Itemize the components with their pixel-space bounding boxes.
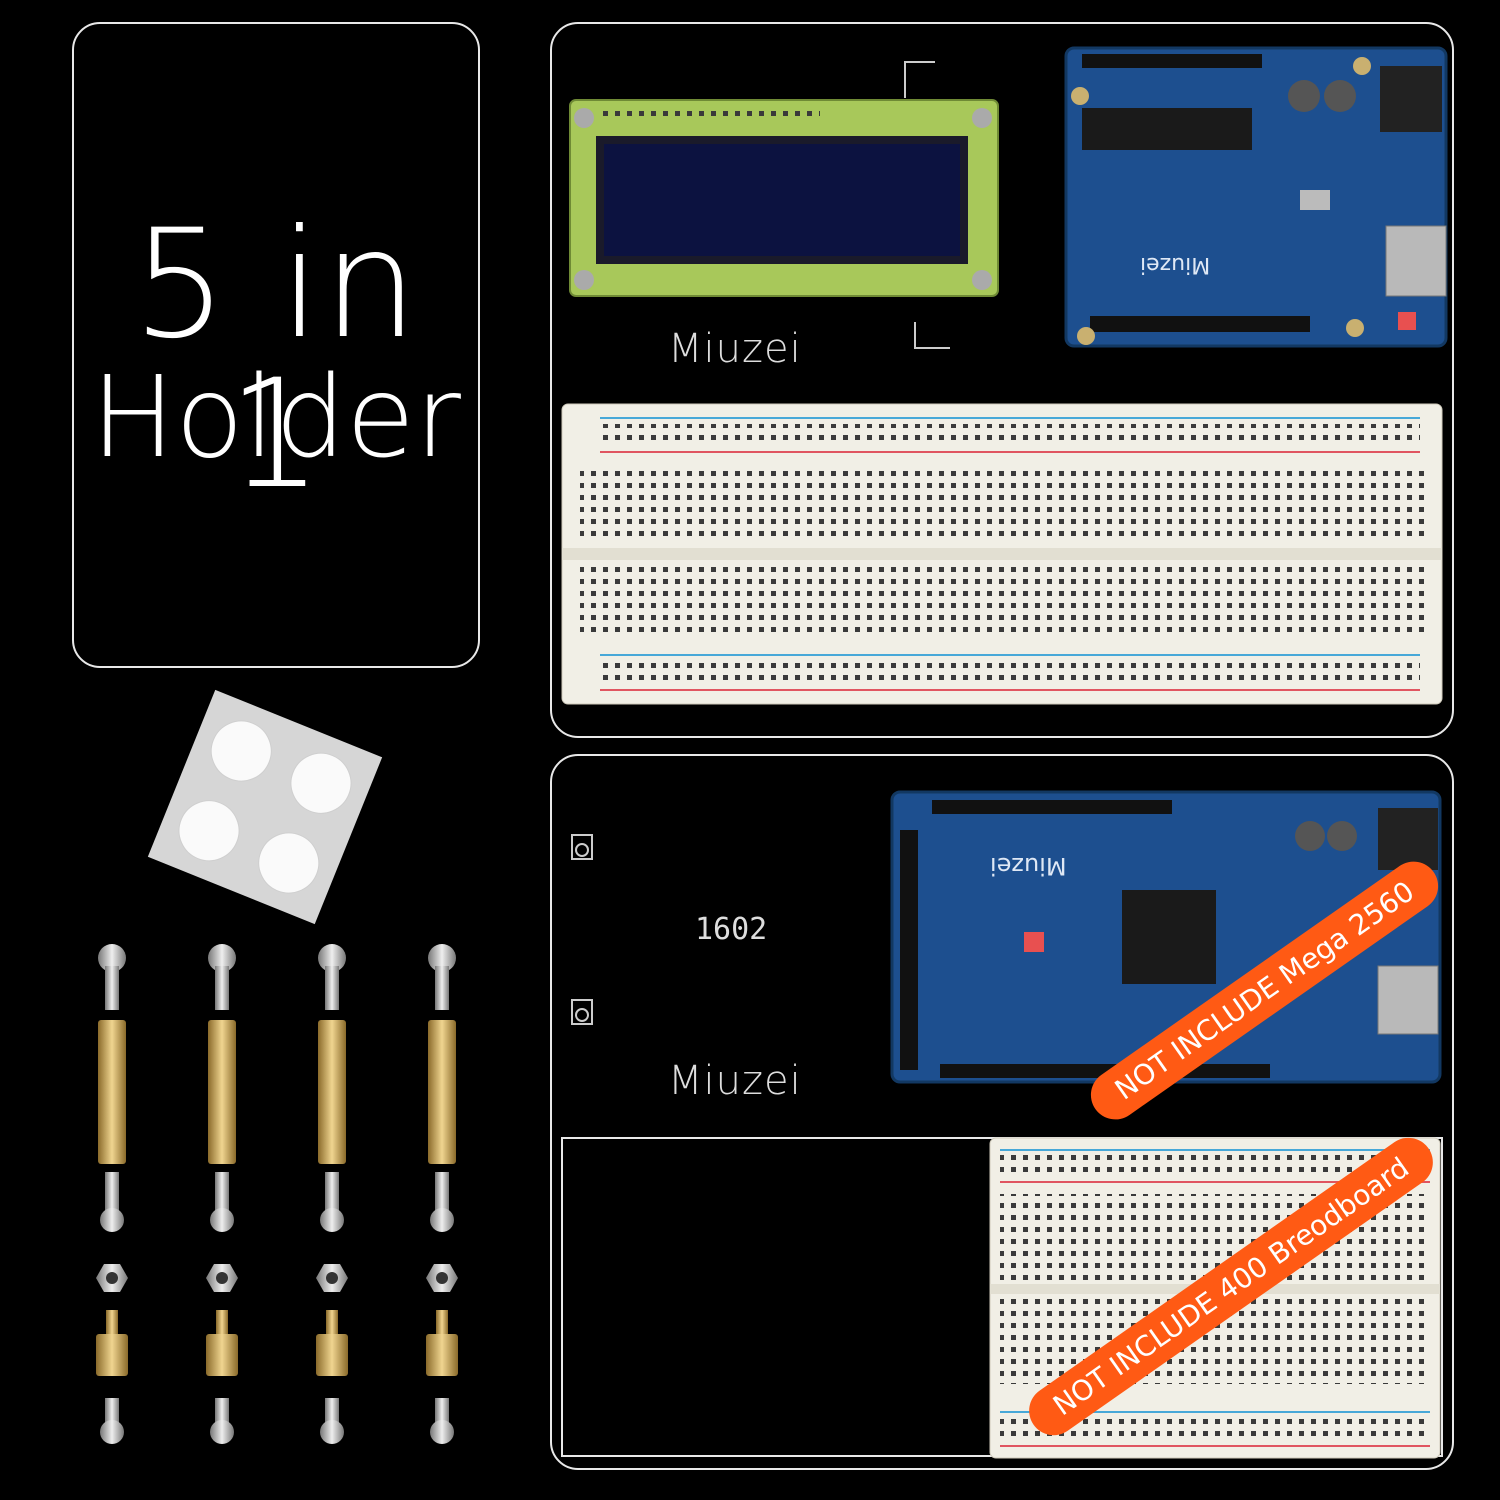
title-panel bbox=[72, 22, 480, 668]
breadboard-830 bbox=[561, 403, 1443, 705]
top-plate-brand: Miuzei bbox=[668, 326, 802, 372]
plate-marks bbox=[904, 61, 950, 349]
hardware-column bbox=[96, 944, 128, 1444]
title-line-1: 5 in 1 bbox=[132, 198, 420, 522]
lcd-label: 1602 bbox=[695, 912, 768, 947]
rubber-feet-pad bbox=[147, 689, 383, 925]
hardware-column bbox=[206, 944, 238, 1444]
plate2-marks bbox=[571, 834, 593, 1025]
hardware-set bbox=[96, 944, 458, 1444]
acrylic-plate-bottom bbox=[550, 754, 1454, 1470]
mega-brand-label: Miuzei bbox=[990, 852, 1067, 880]
arduino-uno-board bbox=[1064, 46, 1448, 348]
bottom-plate-brand: Miuzei bbox=[668, 1058, 802, 1104]
lcd-1602-module bbox=[569, 99, 999, 297]
acrylic-plate-top bbox=[550, 22, 1454, 738]
hardware-column bbox=[316, 944, 348, 1444]
uno-brand-label: Miuzei bbox=[1140, 252, 1211, 277]
title-line-2: Holder bbox=[91, 353, 461, 483]
hardware-column bbox=[426, 944, 458, 1444]
